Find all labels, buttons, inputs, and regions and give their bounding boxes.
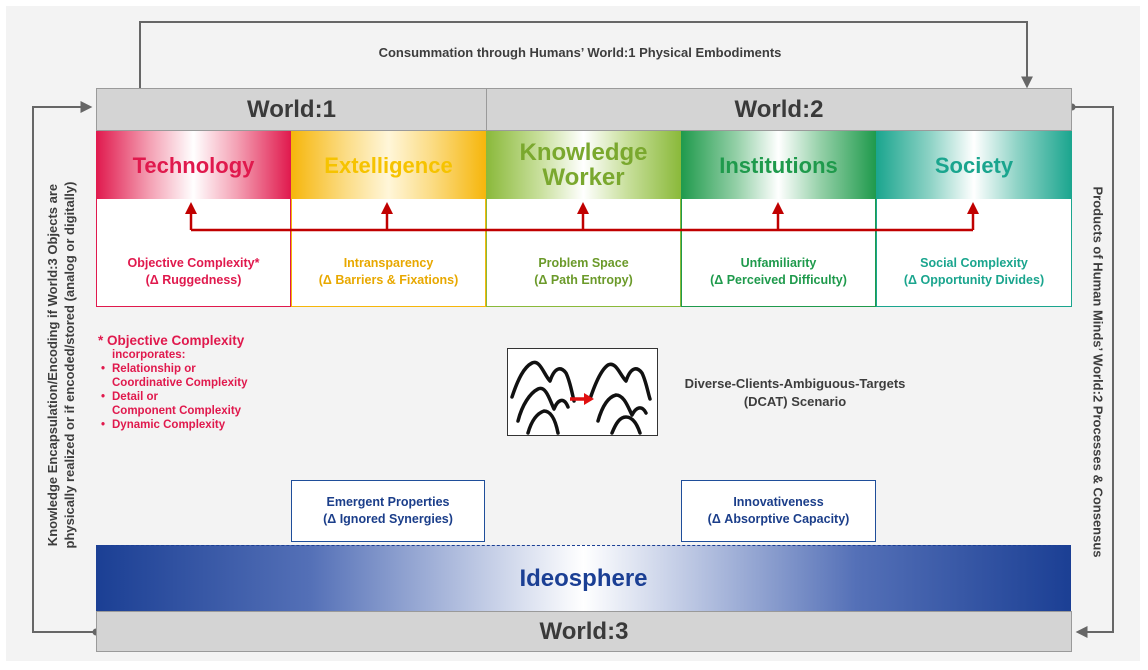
technology-desc-line1: Objective Complexity*	[127, 256, 260, 270]
institutions-desc-line2: (Δ Perceived Difficulty)	[710, 273, 847, 287]
innovativeness-line1: Innovativeness	[733, 495, 824, 509]
world2-bar: World:2	[486, 88, 1072, 131]
extelligence-desc-line2: (Δ Barriers & Fixations)	[318, 273, 459, 287]
emergent-line2: (Δ Ignored Synergies)	[323, 512, 453, 526]
emergent-properties-box: Emergent Properties (Δ Ignored Synergies…	[291, 480, 485, 542]
knowledge-worker-desc-line2: (Δ Path Entropy)	[534, 273, 633, 287]
right-flow-arrow	[1072, 106, 1114, 638]
emergent-line1: Emergent Properties	[326, 495, 450, 509]
left-side-line1: Knowledge Encapsulation/Encoding if Worl…	[45, 183, 60, 547]
objective-complexity-note: * Objective Complexity incorporates: Rel…	[98, 333, 247, 432]
note-subheading: incorporates:	[112, 349, 186, 361]
right-side-label: Products of Human Minds’ World:2 Process…	[1090, 186, 1106, 558]
left-side-label: Knowledge Encapsulation/Encoding if Worl…	[44, 182, 78, 549]
note-item: Dynamic Complexity	[101, 418, 247, 432]
technology-desc-line2: (Δ Ruggedness)	[145, 273, 242, 287]
institutions-desc-line1: Unfamiliarity	[740, 256, 817, 270]
column-header-technology: Technology	[96, 131, 291, 199]
note-heading: * Objective Complexity	[98, 333, 245, 348]
column-header-society: Society	[876, 131, 1072, 199]
knowledge-worker-desc-line1: Problem Space	[538, 256, 629, 270]
left-flow-arrow	[32, 101, 96, 633]
left-side-line2: physically realized or if encoded/stored…	[62, 181, 77, 549]
column-header-knowledge-worker: Knowledge Worker	[486, 131, 681, 199]
top-flow-arrow	[139, 21, 1033, 90]
dcat-scenario-label: Diverse-Clients-Ambiguous-Targets (DCAT)…	[680, 375, 910, 411]
knowledge-worker-line1: Knowledge	[519, 139, 648, 166]
extelligence-desc-line1: Intransparency	[343, 256, 434, 270]
dcat-line2: (DCAT) Scenario	[743, 394, 847, 409]
innovativeness-box: Innovativeness (Δ Absorptive Capacity)	[681, 480, 876, 542]
landscape-shift-icon	[507, 348, 658, 436]
society-desc-line2: (Δ Opportunity Divides)	[903, 273, 1045, 287]
dcat-line1: Diverse-Clients-Ambiguous-Targets	[684, 376, 906, 391]
column-header-extelligence: Extelligence	[291, 131, 486, 199]
world1-bar: World:1	[96, 88, 487, 131]
knowledge-worker-line2: Worker	[542, 164, 625, 191]
column-header-institutions: Institutions	[681, 131, 876, 199]
ideosphere-band: Ideosphere	[96, 545, 1071, 611]
top-flow-label: Consummation through Humans’ World:1 Phy…	[378, 45, 782, 60]
innovativeness-line2: (Δ Absorptive Capacity)	[707, 512, 850, 526]
rugged-landscape-icon	[510, 360, 652, 435]
column-body-extelligence: Intransparency (Δ Barriers & Fixations)	[291, 199, 486, 307]
society-desc-line1: Social Complexity	[920, 256, 1028, 270]
world3-bar: World:3	[96, 611, 1072, 652]
column-body-technology: Objective Complexity* (Δ Ruggedness)	[96, 199, 291, 307]
